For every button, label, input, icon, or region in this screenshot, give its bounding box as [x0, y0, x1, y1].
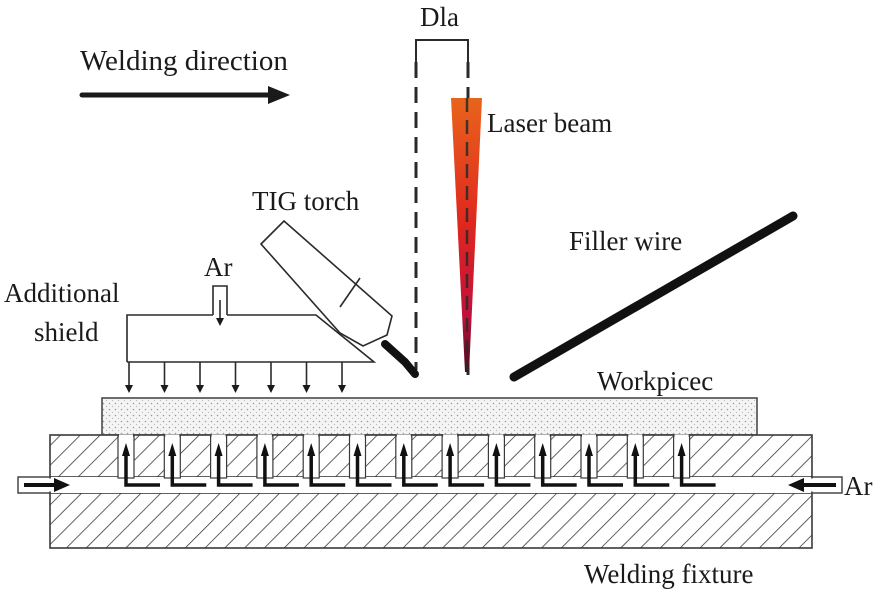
shield-gas-outlet-arrow-icon	[125, 362, 133, 393]
back-shield-channel	[626, 434, 670, 487]
flow-up-arrow-icon	[399, 443, 408, 456]
shield-gas-outlets	[125, 362, 346, 393]
right-inlet-arrow-icon	[788, 478, 836, 492]
laser-beam-label: Laser beam	[487, 108, 612, 138]
flow-up-arrow-icon	[260, 443, 269, 456]
flow-up-arrow-icon	[492, 443, 501, 456]
additional-shield	[126, 285, 377, 363]
back-shield-channel	[256, 434, 299, 487]
back-shield-channel	[395, 434, 438, 487]
ar-right-label: Ar	[844, 471, 873, 501]
flow-up-arrow-icon	[353, 443, 362, 456]
flow-up-arrow-icon	[538, 443, 547, 456]
tig-torch-label: TIG torch	[252, 186, 360, 216]
welding-fixture	[17, 434, 843, 549]
ar-inlet-arrow-icon	[216, 318, 224, 326]
flow-up-arrow-icon	[122, 443, 130, 456]
filler-wire-label: Filler wire	[569, 226, 682, 256]
flow-up-arrow-icon	[677, 443, 686, 456]
additional-shield-label-line2: shield	[34, 317, 99, 347]
back-shield-channel	[210, 434, 253, 487]
flow-up-arrow-icon	[631, 443, 640, 456]
back-shield-channel	[302, 434, 346, 487]
filler-wire	[509, 211, 798, 382]
shield-gas-outlet-arrow-icon	[338, 362, 346, 393]
shield-gas-outlet-arrow-icon	[231, 362, 240, 393]
shield-gas-outlet-arrow-icon	[302, 362, 311, 393]
workpiece	[101, 397, 758, 436]
flow-up-arrow-icon	[168, 443, 177, 456]
dla-label: Dla	[420, 2, 459, 32]
workpiece-label: Workpicec	[597, 366, 713, 396]
welding-fixture-label: Welding fixture	[584, 559, 754, 589]
welding-direction-label: Welding direction	[80, 45, 288, 77]
back-shield-channel	[580, 434, 623, 487]
back-shield-channel	[441, 434, 485, 487]
back-shield-channel	[163, 434, 207, 487]
tig-torch	[259, 219, 419, 378]
back-shield-channel	[348, 434, 392, 487]
back-shield-channel	[117, 434, 160, 487]
additional-shield-label-line1: Additional	[4, 278, 120, 308]
shield-gas-outlet-arrow-icon	[160, 362, 169, 393]
flow-up-arrow-icon	[307, 443, 316, 456]
flow-up-arrow-icon	[446, 443, 455, 456]
ar-top-label: Ar	[204, 252, 233, 282]
left-inlet-arrow-icon	[24, 478, 70, 492]
flow-up-arrow-icon	[214, 443, 223, 456]
flow-up-arrow-icon	[585, 443, 593, 456]
welding-direction-arrow-icon	[79, 86, 290, 104]
shield-gas-outlet-arrow-icon	[267, 362, 275, 393]
back-shield-channel	[534, 434, 577, 487]
back-shield-channel	[672, 434, 716, 487]
back-shield-channel	[487, 434, 531, 487]
shield-gas-outlet-arrow-icon	[196, 362, 204, 393]
